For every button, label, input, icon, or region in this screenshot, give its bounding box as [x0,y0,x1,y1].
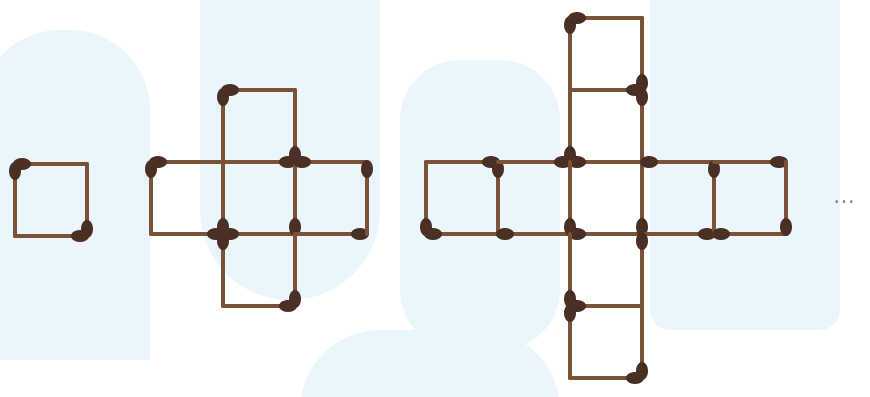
figure-2 [145,84,373,312]
match-head [564,16,576,34]
match-head [712,228,730,240]
match-head [496,228,514,240]
background-watermark-shape [300,330,560,397]
match-head [636,232,648,250]
background-watermark-shape [0,30,150,360]
match-head [636,218,648,236]
match-head [640,156,658,168]
match-head [564,290,576,308]
background-watermark-shape [200,0,380,300]
match-head [351,228,369,240]
match-head [564,304,576,322]
match-head [289,218,301,236]
match-head [492,160,504,178]
match-head [780,218,792,236]
match-head [217,88,229,106]
match-head [361,160,373,178]
match-head [708,160,720,178]
figure-1 [9,158,93,242]
background-watermark-shape [650,0,840,330]
match-head [420,218,432,236]
match-head [636,74,648,92]
figure-3 [420,12,792,384]
match-head [698,228,716,240]
match-head [145,160,157,178]
match-head [293,156,311,168]
continuation-ellipsis: … [833,184,856,209]
match-head [636,362,648,380]
match-head [770,156,788,168]
match-head [636,88,648,106]
match-head [289,290,301,308]
match-head [81,220,93,238]
match-head [568,228,586,240]
match-head [217,232,229,250]
match-head [554,156,572,168]
match-head [9,162,21,180]
